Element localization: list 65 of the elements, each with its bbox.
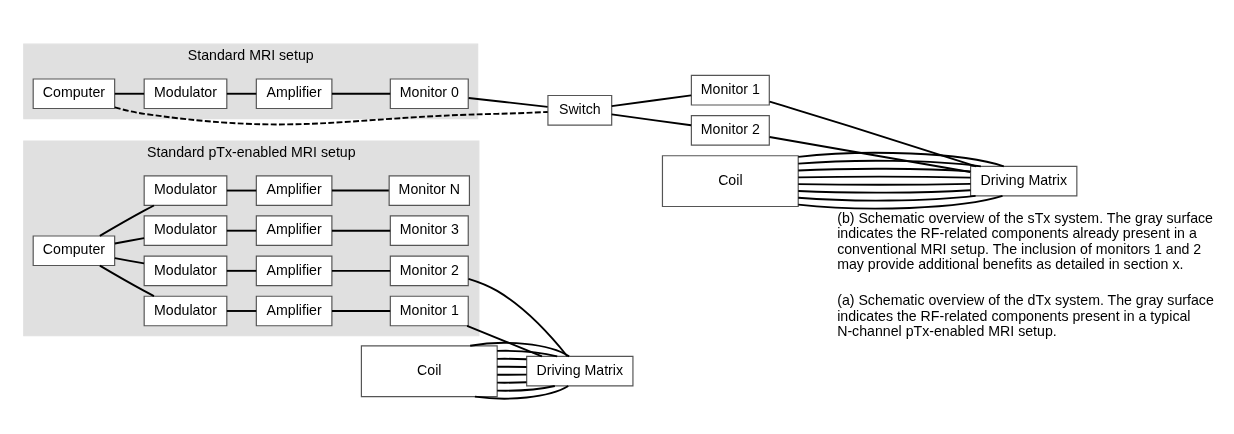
node-box: Modulator	[143, 255, 228, 287]
node-box: Modulator	[143, 78, 228, 110]
node-box: Amplifier	[255, 255, 333, 287]
connector	[113, 237, 145, 245]
node-box: Amplifier	[255, 78, 333, 110]
connector	[797, 167, 972, 173]
connector	[331, 92, 392, 95]
connector	[331, 229, 392, 232]
connector	[225, 310, 258, 312]
connector	[113, 257, 145, 265]
connector	[473, 385, 570, 400]
connector	[225, 189, 258, 192]
node-box: Modulator	[143, 175, 228, 206]
connector	[331, 310, 392, 312]
connector	[466, 324, 543, 358]
connector	[496, 385, 556, 392]
connector	[797, 194, 977, 202]
connector	[797, 194, 1004, 210]
connector	[610, 94, 693, 108]
connector	[797, 151, 1005, 168]
connector	[331, 189, 390, 192]
node-box: Monitor 1	[690, 74, 770, 106]
node-box: Monitor 3	[389, 215, 469, 247]
label: (a) Schematic overview of the dTx system. The gray surface indicates the RF-related components present in a typical N-channel pTx-enabled MRI setup.	[837, 292, 1214, 339]
node-box: Coil	[360, 345, 498, 398]
node-box: Switch	[547, 94, 613, 126]
node-box: Modulator	[143, 215, 228, 247]
connector	[496, 349, 559, 358]
connector	[225, 229, 258, 232]
connector	[469, 341, 571, 358]
node-box: Driving Matrix	[970, 165, 1078, 197]
connector	[496, 373, 528, 376]
connector	[797, 189, 972, 194]
connector	[496, 357, 528, 361]
connector	[113, 106, 549, 126]
connector	[496, 381, 528, 384]
label: (b) Schematic overview of the sTx system. The gray surface indicates the RF-related components already present in a conventional MRI setup. The inclusion of monitors 1 and 2 may provide additional benefits as detailed in section x.	[837, 210, 1213, 273]
connector	[331, 269, 392, 272]
connector	[98, 204, 155, 237]
node-box: Computer	[32, 78, 116, 110]
connector	[225, 92, 258, 95]
connector	[98, 264, 155, 297]
node-box: Monitor N	[388, 175, 470, 206]
connector	[113, 92, 145, 95]
node-box: Coil	[661, 155, 799, 208]
node-box: Amplifier	[255, 175, 333, 206]
node-box: Computer	[32, 235, 116, 267]
connector	[768, 100, 978, 168]
connector	[797, 182, 972, 186]
connector	[797, 175, 972, 179]
node-box: Amplifier	[255, 215, 333, 247]
node-box: Monitor 2	[389, 255, 469, 287]
node-box: Amplifier	[255, 295, 333, 327]
connector	[496, 365, 528, 368]
connector	[467, 277, 569, 358]
connector	[225, 269, 258, 272]
node-box: Monitor 0	[389, 78, 469, 110]
node-box: Monitor 2	[690, 115, 770, 146]
node-box: Monitor 1	[389, 295, 469, 327]
connector	[610, 113, 693, 127]
node-box: Driving Matrix	[526, 355, 634, 387]
connector	[797, 159, 982, 168]
connector	[467, 97, 549, 108]
node-box: Modulator	[143, 295, 228, 327]
connector	[768, 136, 972, 173]
